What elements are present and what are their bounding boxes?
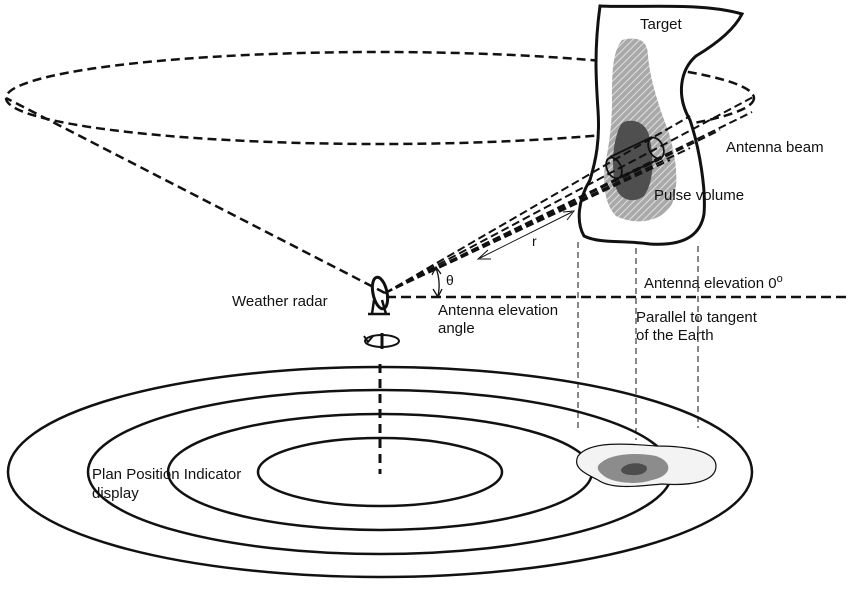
label-range: r (532, 233, 537, 249)
target (577, 4, 745, 246)
projection-lines (577, 242, 699, 440)
ppi-echo-core (621, 463, 647, 476)
ppi-echo (576, 443, 717, 488)
elevation-angle-marker (431, 265, 443, 299)
radar-dish-icon (368, 275, 390, 316)
label-parallel-2: of the Earth (636, 327, 714, 344)
range-arrow (476, 210, 576, 260)
label-degree-symbol: o (777, 273, 783, 285)
label-target: Target (640, 16, 683, 33)
label-antenna-elevation-zero-text: Antenna elevation 0 (644, 275, 777, 292)
label-antenna-beam: Antenna beam (726, 139, 824, 156)
label-elevation-angle-2: angle (438, 320, 475, 337)
label-weather-radar: Weather radar (232, 293, 328, 310)
label-ppi-2: display (92, 485, 139, 502)
ppi-ring-inner (256, 436, 504, 508)
label-pulse-volume: Pulse volume (654, 187, 744, 204)
label-theta: θ (446, 272, 454, 288)
scan-cone (4, 50, 756, 295)
label-antenna-elevation-zero: Antenna elevation 0o (644, 273, 783, 292)
antenna-beam (384, 95, 756, 294)
label-elevation-angle-1: Antenna elevation (438, 302, 558, 319)
rotation-arrow-icon (363, 333, 400, 349)
label-ppi-1: Plan Position Indicator (92, 466, 241, 483)
label-parallel-1: Parallel to tangent (636, 309, 758, 326)
pulse-volume (605, 136, 665, 180)
